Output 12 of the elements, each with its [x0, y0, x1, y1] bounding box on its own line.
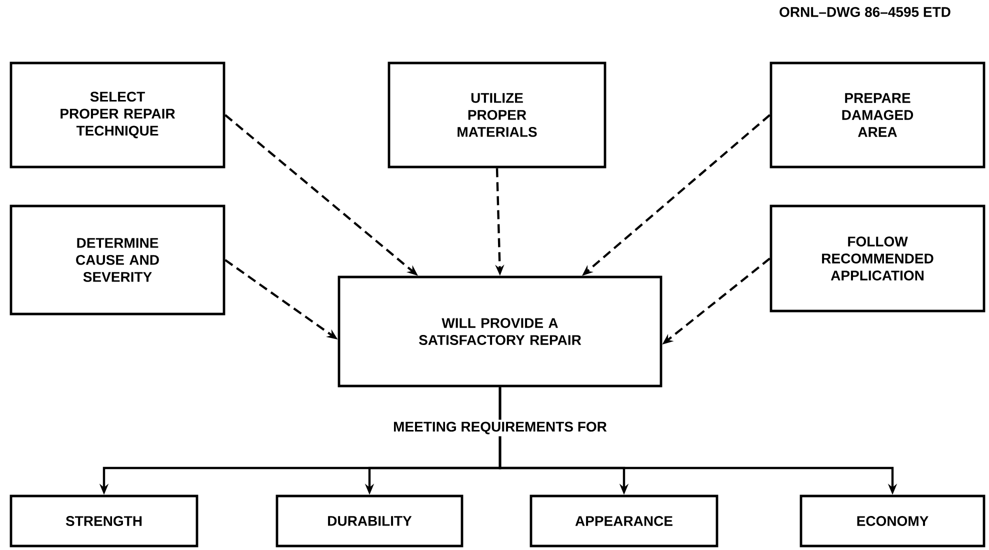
process-box: DURABILITY — [276, 494, 464, 548]
process-box: SELECT PROPER REPAIR TECHNIQUE — [10, 62, 226, 168]
requirement-label: MEETING REQUIREMENTS FOR — [391, 420, 609, 436]
drawing-number: ORNL–DWG 86–4595 ETD — [777, 5, 953, 19]
process-box: UTILIZE PROPER MATERIALS — [388, 62, 606, 168]
process-box: DETERMINE CAUSE AND SEVERITY — [10, 204, 226, 316]
process-box: ECONOMY — [800, 494, 986, 548]
process-box: PREPARE DAMAGED AREA — [770, 62, 986, 168]
process-box: STRENGTH — [10, 494, 198, 548]
process-box: APPEARANCE — [530, 494, 718, 548]
process-box: FOLLOW RECOMMENDED APPLICATION — [770, 204, 986, 312]
process-box: WILL PROVIDE A SATISFACTORY REPAIR — [338, 276, 662, 388]
